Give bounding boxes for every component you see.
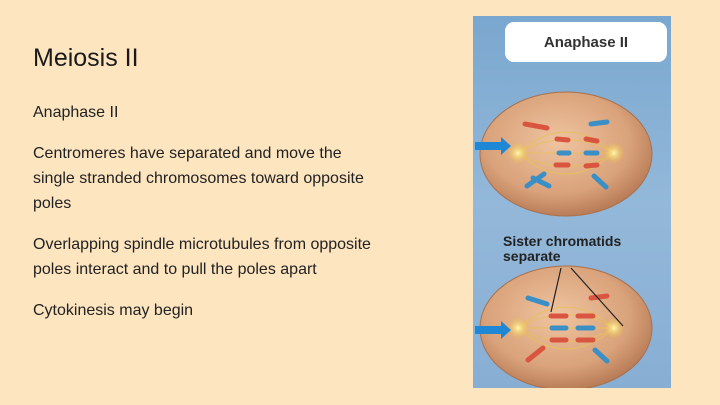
body-paragraph: Anaphase II: [33, 104, 119, 121]
figure-header: Anaphase II: [505, 22, 667, 62]
arrow-icon: [475, 321, 511, 339]
body-paragraph: Centromeres have separated and move the …: [33, 145, 364, 212]
slide-body: Anaphase II Centromeres have separated a…: [33, 100, 378, 339]
bottom-cell: [475, 265, 653, 388]
body-paragraph: Cytokinesis may begin: [33, 302, 194, 319]
top-cell: [475, 91, 653, 217]
body-paragraph: Overlapping spindle microtubules from op…: [33, 236, 371, 278]
cell-diagram: [475, 91, 653, 388]
figure-label-line: Sister chromatids: [503, 233, 622, 249]
anaphase-ii-figure: Anaphase II Sister chromatids separate: [473, 16, 671, 388]
figure-label-line: separate: [503, 248, 561, 264]
figure-label: Sister chromatids separate: [503, 234, 621, 264]
label-pointers: [550, 267, 624, 327]
slide-title: Meiosis II: [33, 44, 139, 72]
arrow-icon: [475, 137, 511, 155]
